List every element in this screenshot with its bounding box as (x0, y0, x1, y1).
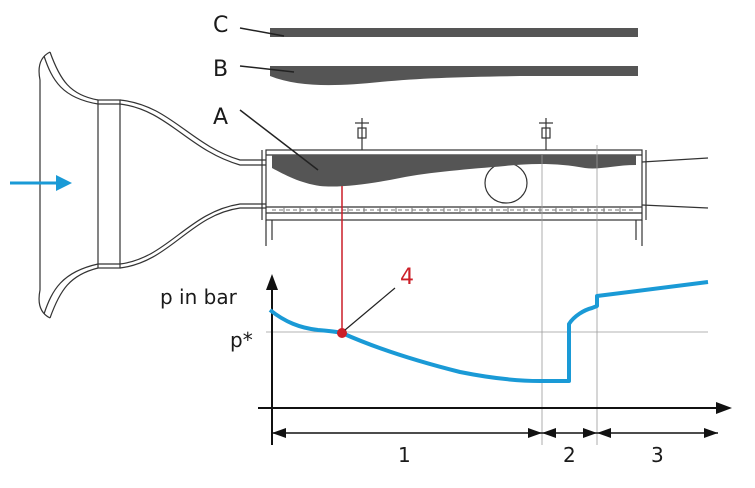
pressure-curve (268, 280, 709, 383)
test-section (261, 118, 709, 246)
plate-b (239, 65, 638, 86)
marker-label: 4 (400, 265, 414, 290)
plate-a (272, 155, 636, 187)
section-2-label: 2 (563, 443, 576, 467)
x-axis (258, 402, 732, 414)
p-star-label: p* (230, 328, 253, 352)
plate-c (239, 27, 638, 37)
plate-a-pointer (239, 109, 319, 171)
marker-pointer (344, 287, 396, 331)
label-c: C (213, 13, 228, 38)
marker-dot-icon (337, 328, 347, 338)
section-3-label: 3 (651, 443, 664, 467)
label-a: A (213, 105, 228, 130)
section-1-label: 1 (398, 443, 411, 467)
section-dimensions (272, 428, 718, 438)
flow-arrow-icon (10, 175, 72, 191)
label-b: B (213, 57, 228, 82)
y-axis-label: p in bar (160, 285, 238, 309)
pressure-taps (272, 207, 636, 213)
bell-mouth-inlet (38, 51, 266, 319)
y-axis (266, 274, 278, 445)
